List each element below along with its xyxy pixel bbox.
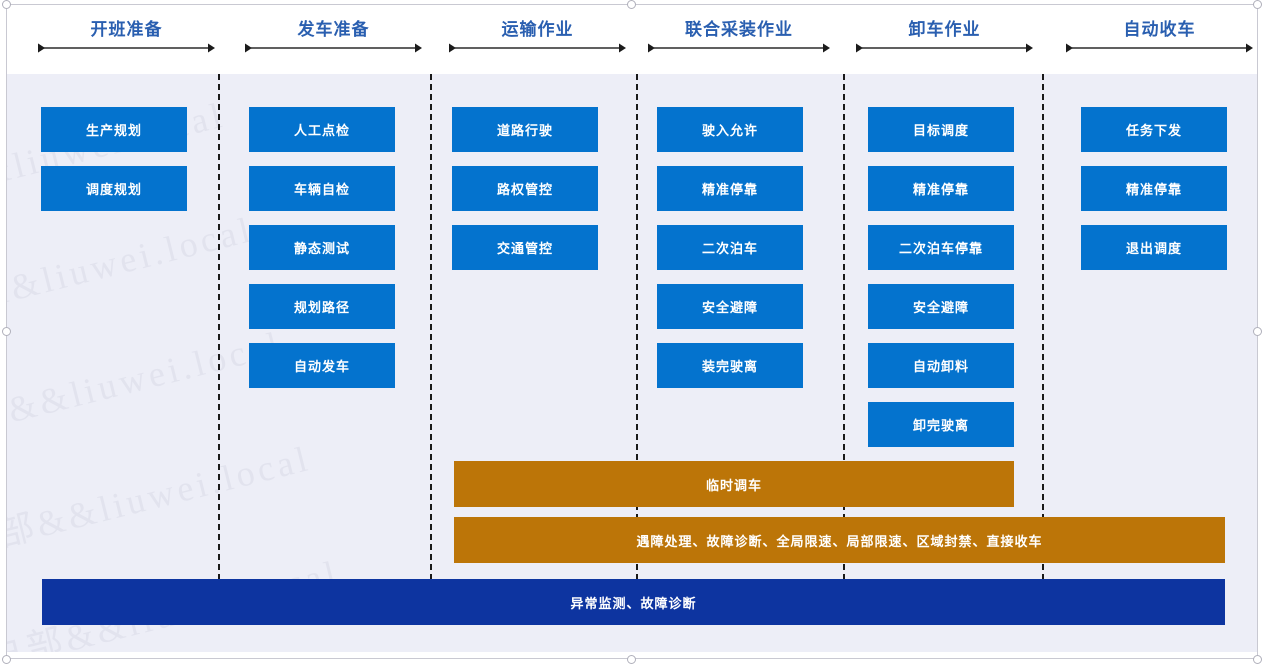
task-box[interactable]: 目标调度	[868, 107, 1014, 152]
task-box[interactable]: 安全避障	[657, 284, 803, 329]
bar-label: 遇障处理、故障诊断、全局限速、局部限速、区域封禁、直接收车	[636, 533, 1043, 549]
task-box[interactable]: 交通管控	[452, 225, 598, 270]
task-box[interactable]: 规划路径	[249, 284, 395, 329]
column-divider	[843, 74, 845, 580]
phase-arrow	[34, 41, 219, 55]
phase-arrow	[1062, 41, 1257, 55]
task-label: 二次泊车	[701, 241, 758, 256]
task-label: 调度规划	[85, 182, 142, 197]
temporary-dispatch-bar[interactable]: 临时调车	[454, 461, 1014, 507]
task-box[interactable]: 调度规划	[41, 166, 187, 211]
phase-header-2: 发车准备	[241, 5, 426, 74]
task-label: 道路行驶	[496, 123, 553, 138]
resize-handle-bottom-left[interactable]	[2, 655, 11, 664]
task-box[interactable]: 退出调度	[1081, 225, 1227, 270]
phase-title: 发车准备	[297, 20, 370, 39]
task-box[interactable]: 驶入允许	[657, 107, 803, 152]
phase-header-4: 联合采装作业	[644, 5, 834, 74]
phase-arrow	[644, 41, 834, 55]
column-divider	[636, 74, 638, 580]
task-box[interactable]: 安全避障	[868, 284, 1014, 329]
resize-handle-top-left[interactable]	[2, 0, 11, 9]
task-label: 人工点检	[293, 123, 350, 138]
watermark-line: 战略客户部&&liuwei.local	[7, 323, 287, 479]
task-label: 装完驶离	[701, 359, 758, 374]
task-label: 任务下发	[1125, 123, 1182, 138]
phase-title: 卸车作业	[908, 20, 981, 39]
bar-label: 异常监测、故障诊断	[570, 595, 697, 611]
task-label: 交通管控	[496, 241, 553, 256]
task-label: 车辆自检	[293, 182, 350, 197]
task-box[interactable]: 精准停靠	[868, 166, 1014, 211]
phase-arrow	[241, 41, 426, 55]
resize-handle-top-right[interactable]	[1253, 0, 1262, 9]
watermark-line: 战略客户部&&liuwei.local	[7, 74, 1257, 287]
phase-arrow	[852, 41, 1037, 55]
task-box[interactable]: 自动卸料	[868, 343, 1014, 388]
task-label: 精准停靠	[1125, 182, 1182, 197]
phase-header: 开班准备 发车准备 运输作业	[7, 5, 1257, 74]
phase-header-1: 开班准备	[34, 5, 219, 74]
resize-handle-middle-right[interactable]	[1253, 327, 1262, 336]
column-divider	[430, 74, 432, 580]
task-label: 自动卸料	[912, 359, 969, 374]
phase-title: 联合采装作业	[685, 20, 793, 39]
phase-arrow	[445, 41, 630, 55]
task-label: 退出调度	[1125, 241, 1182, 256]
watermark-line: 战略客户部&&liuwei.local	[7, 208, 258, 365]
phase-header-5: 卸车作业	[852, 5, 1037, 74]
resize-handle-bottom-center[interactable]	[627, 655, 636, 664]
phase-header-3: 运输作业	[445, 5, 630, 74]
phase-title: 自动收车	[1123, 20, 1196, 39]
column-divider	[218, 74, 220, 580]
task-label: 驶入允许	[701, 123, 758, 138]
task-box[interactable]: 精准停靠	[657, 166, 803, 211]
task-label: 精准停靠	[912, 182, 969, 197]
task-box[interactable]: 静态测试	[249, 225, 395, 270]
task-box[interactable]: 二次泊车	[657, 225, 803, 270]
watermark-overlay: 战略客户部&&liuwei.local 战略客户部&&liuwei.local …	[7, 74, 1257, 652]
task-box[interactable]: 生产规划	[41, 107, 187, 152]
bar-label: 临时调车	[705, 477, 762, 493]
task-box[interactable]: 路权管控	[452, 166, 598, 211]
exception-handling-bar[interactable]: 遇障处理、故障诊断、全局限速、局部限速、区域封禁、直接收车	[454, 517, 1225, 563]
phase-title: 运输作业	[501, 20, 574, 39]
task-label: 精准停靠	[701, 182, 758, 197]
task-label: 自动发车	[293, 359, 350, 374]
task-box[interactable]: 精准停靠	[1081, 166, 1227, 211]
task-label: 二次泊车停靠	[898, 241, 983, 256]
phase-header-6: 自动收车	[1062, 5, 1257, 74]
task-label: 目标调度	[912, 123, 969, 138]
task-box[interactable]: 装完驶离	[657, 343, 803, 388]
task-label: 卸完驶离	[912, 418, 969, 433]
task-box[interactable]: 人工点检	[249, 107, 395, 152]
task-box[interactable]: 任务下发	[1081, 107, 1227, 152]
task-box[interactable]: 自动发车	[249, 343, 395, 388]
task-label: 静态测试	[293, 241, 350, 256]
diagram-body-panel: 战略客户部&&liuwei.local 战略客户部&&liuwei.local …	[7, 74, 1257, 652]
task-box[interactable]: 车辆自检	[249, 166, 395, 211]
task-box[interactable]: 道路行驶	[452, 107, 598, 152]
monitoring-bar[interactable]: 异常监测、故障诊断	[42, 579, 1225, 625]
resize-handle-top-center[interactable]	[627, 0, 636, 9]
task-label: 路权管控	[496, 182, 553, 197]
phase-title: 开班准备	[90, 20, 163, 39]
task-box[interactable]: 二次泊车停靠	[868, 225, 1014, 270]
task-label: 规划路径	[293, 300, 350, 315]
resize-handle-bottom-right[interactable]	[1253, 655, 1262, 664]
resize-handle-middle-left[interactable]	[2, 327, 11, 336]
task-label: 安全避障	[701, 300, 758, 315]
task-box[interactable]: 卸完驶离	[868, 402, 1014, 447]
task-label: 生产规划	[85, 123, 142, 138]
task-label: 安全避障	[912, 300, 969, 315]
column-divider	[1042, 74, 1044, 580]
